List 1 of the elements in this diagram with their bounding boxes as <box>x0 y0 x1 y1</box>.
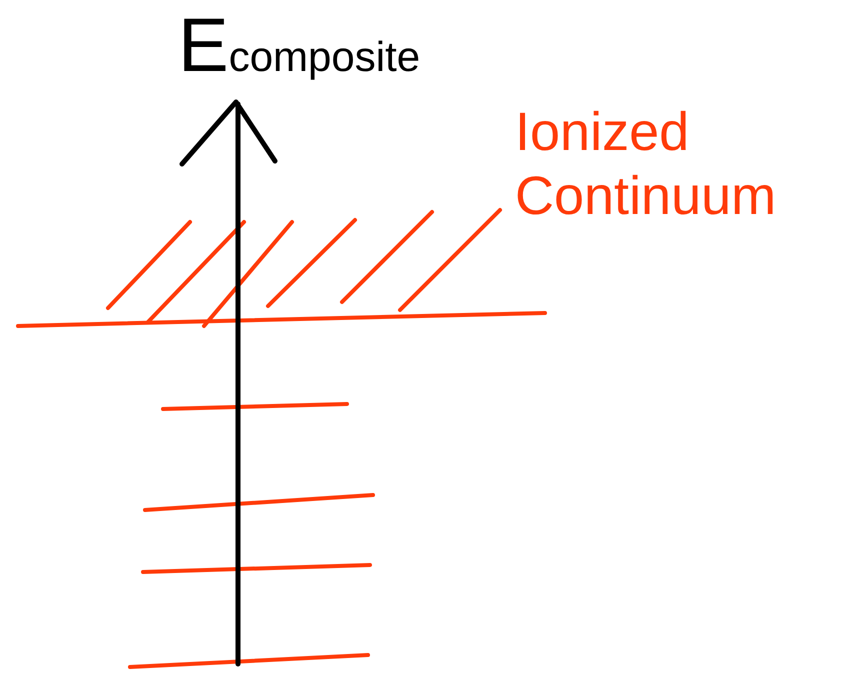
region-label: Ionized Continuum <box>515 101 778 228</box>
